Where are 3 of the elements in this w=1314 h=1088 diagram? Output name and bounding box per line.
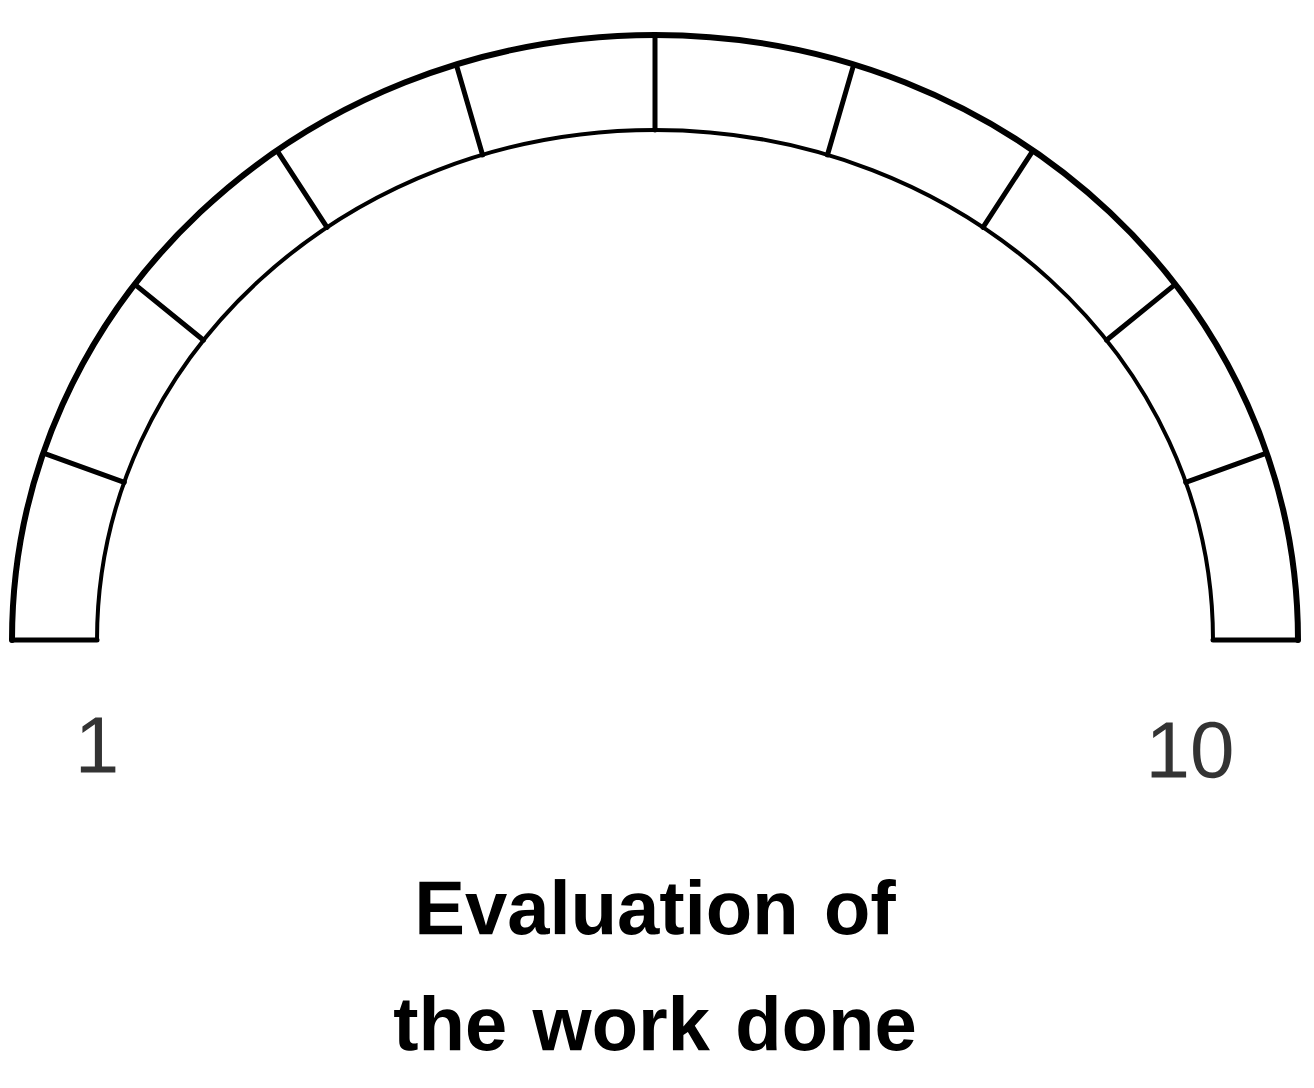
scale-label: 1: [80, 717, 116, 773]
scale-label: 10: [1151, 721, 1232, 779]
caption: Evaluation of the work done: [394, 879, 915, 1051]
